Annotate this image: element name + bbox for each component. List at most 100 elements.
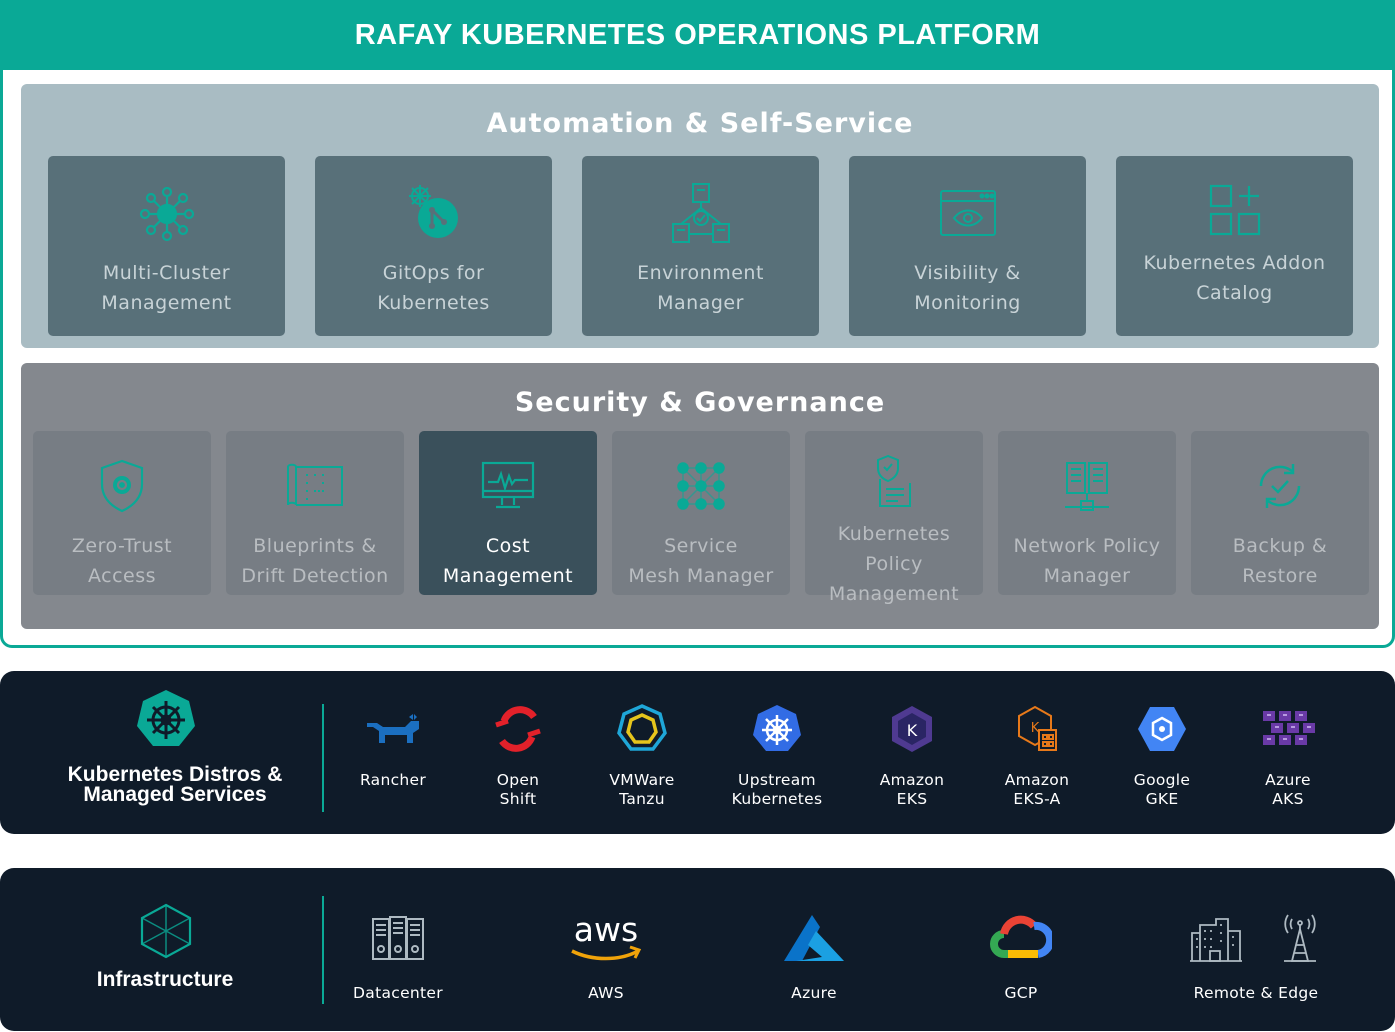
distro-amazon-eks[interactable]: K Amazon EKS [847, 699, 977, 809]
browser-eye-icon [936, 182, 1000, 246]
distro-label-line1: Rancher [359, 771, 427, 789]
card-zero-trust-access[interactable]: Zero-Trust Access [33, 431, 211, 595]
infra-remote-edge[interactable]: Remote & Edge [1176, 906, 1336, 1002]
card-label-line2: Catalog [1196, 282, 1273, 304]
cluster-network-icon [135, 182, 199, 246]
card-label-line2: Monitoring [914, 292, 1021, 314]
distro-label-line1: Upstream [738, 771, 816, 789]
card-label-line2: Manager [1043, 565, 1131, 587]
distro-label-line2: Tanzu [619, 790, 665, 808]
distro-label-line2: Shift [499, 790, 537, 808]
distro-amazon-eks-a[interactable]: K Amazon EKS-A [972, 699, 1102, 809]
infrastructure-title: Infrastructure [96, 968, 234, 991]
git-icon [402, 182, 466, 246]
card-service-mesh-manager[interactable]: Service Mesh Manager [612, 431, 790, 595]
gke-icon [1132, 699, 1192, 759]
distro-rancher[interactable]: Rancher [328, 699, 458, 790]
platform-title: RAFAY KUBERNETES OPERATIONS PLATFORM [0, 0, 1395, 70]
datacenter-icon [358, 906, 438, 970]
distro-label-line2: Kubernetes [731, 790, 823, 808]
band-divider [322, 896, 324, 1004]
card-label-line1: Visibility & [914, 262, 1021, 284]
distro-openshift[interactable]: Open Shift [453, 699, 583, 809]
shield-helm-icon [91, 455, 153, 517]
distro-label-line2: AKS [1272, 790, 1304, 808]
distro-vmware-tanzu[interactable]: VMWare Tanzu [577, 699, 707, 809]
card-blueprints-drift-detection[interactable]: Blueprints & Drift Detection [226, 431, 404, 595]
card-label-line1: Blueprints & [253, 535, 377, 557]
distros-title-line1: Kubernetes Distros & [67, 763, 283, 786]
card-label-line2: Management [442, 565, 574, 587]
environment-tree-icon [669, 182, 733, 246]
card-network-policy-manager[interactable]: Network Policy Manager [998, 431, 1176, 595]
infra-azure[interactable]: Azure [734, 906, 894, 1002]
card-label-line1: Backup & [1232, 535, 1328, 557]
automation-panel: Automation & Self-Service Multi-Cluster … [21, 84, 1379, 348]
card-label-line2: Access [87, 565, 157, 587]
svg-text:K: K [907, 721, 918, 740]
infra-datacenter[interactable]: Datacenter [318, 906, 478, 1002]
card-environment-manager[interactable]: Environment Manager [582, 156, 819, 336]
security-title: Security & Governance [514, 387, 886, 418]
infrastructure-band: Infrastructure Datacenter aws AWS [0, 868, 1395, 1031]
card-label-line1: Zero-Trust [71, 535, 173, 557]
aws-logo-text: aws [574, 911, 638, 949]
distro-label-line2: GKE [1145, 790, 1179, 808]
kubernetes-icon [747, 699, 807, 759]
aks-icon [1258, 699, 1318, 759]
distro-upstream-kubernetes[interactable]: Upstream Kubernetes [712, 699, 842, 809]
card-label-line1: Multi-Cluster [102, 262, 231, 284]
distro-label-line2: EKS-A [1013, 790, 1061, 808]
distro-label-line2: EKS [896, 790, 928, 808]
blueprint-icon [284, 455, 346, 517]
card-label-line2: Restore [1242, 565, 1318, 587]
distro-label-line1: Amazon [879, 771, 945, 789]
card-label-line1: Service [664, 535, 738, 557]
aws-logo-icon: aws [566, 906, 646, 970]
distro-google-gke[interactable]: Google GKE [1097, 699, 1227, 809]
band-divider [322, 704, 324, 812]
card-cost-management[interactable]: Cost Management [419, 431, 597, 595]
distro-label-line1: VMWare [609, 771, 675, 789]
tanzu-icon [612, 699, 672, 759]
card-label-line2: Management [101, 292, 232, 314]
card-visibility-monitoring[interactable]: Visibility & Monitoring [849, 156, 1086, 336]
card-label-line2: Kubernetes [377, 292, 490, 314]
automation-title: Automation & Self-Service [486, 108, 914, 139]
rancher-icon [363, 699, 423, 759]
openshift-icon [488, 699, 548, 759]
distro-label-line1: Open [496, 771, 540, 789]
card-backup-restore[interactable]: Backup & Restore [1191, 431, 1369, 595]
card-kubernetes-addon-catalog[interactable]: Kubernetes Addon Catalog [1116, 156, 1353, 336]
card-label-line1: Kubernetes Addon [1143, 252, 1326, 274]
mesh-dots-icon [670, 455, 732, 517]
card-kubernetes-policy-management[interactable]: Kubernetes Policy Management [805, 431, 983, 605]
distros-band: Kubernetes Distros & Managed Services Ra… [0, 671, 1395, 834]
gcp-cloud-icon [981, 906, 1061, 970]
policy-document-icon [863, 453, 925, 509]
infra-aws[interactable]: aws AWS [526, 906, 686, 1002]
card-label-line1: Cost [485, 535, 531, 557]
infra-gcp[interactable]: GCP [941, 906, 1101, 1002]
card-gitops-for-kubernetes[interactable]: GitOps for Kubernetes [315, 156, 552, 336]
platform-frame: RAFAY KUBERNETES OPERATIONS PLATFORM Aut… [0, 0, 1395, 648]
security-panel: Security & Governance Zero-Trust Access [21, 363, 1379, 629]
kubernetes-heptagon-icon [135, 688, 197, 754]
infra-label: Remote & Edge [1193, 984, 1319, 1002]
infra-label: AWS [588, 984, 624, 1002]
eks-anywhere-icon: K [1007, 699, 1067, 759]
infra-label: Datacenter [353, 984, 443, 1002]
card-label-line1: Network Policy [1013, 535, 1161, 557]
azure-logo-icon [774, 906, 854, 970]
addon-grid-icon [1203, 178, 1267, 242]
card-label-line2: Management [828, 583, 960, 605]
card-label-line2: Mesh Manager [628, 565, 774, 587]
card-label-line2: Manager [657, 292, 744, 314]
card-label-line1: GitOps for [382, 262, 485, 284]
eks-icon: K [882, 699, 942, 759]
distro-label-line1: Google [1133, 771, 1191, 789]
monitor-pulse-icon [477, 455, 539, 517]
infra-label: Azure [791, 984, 837, 1002]
card-multi-cluster-management[interactable]: Multi-Cluster Management [48, 156, 285, 336]
distro-azure-aks[interactable]: Azure AKS [1223, 699, 1353, 809]
